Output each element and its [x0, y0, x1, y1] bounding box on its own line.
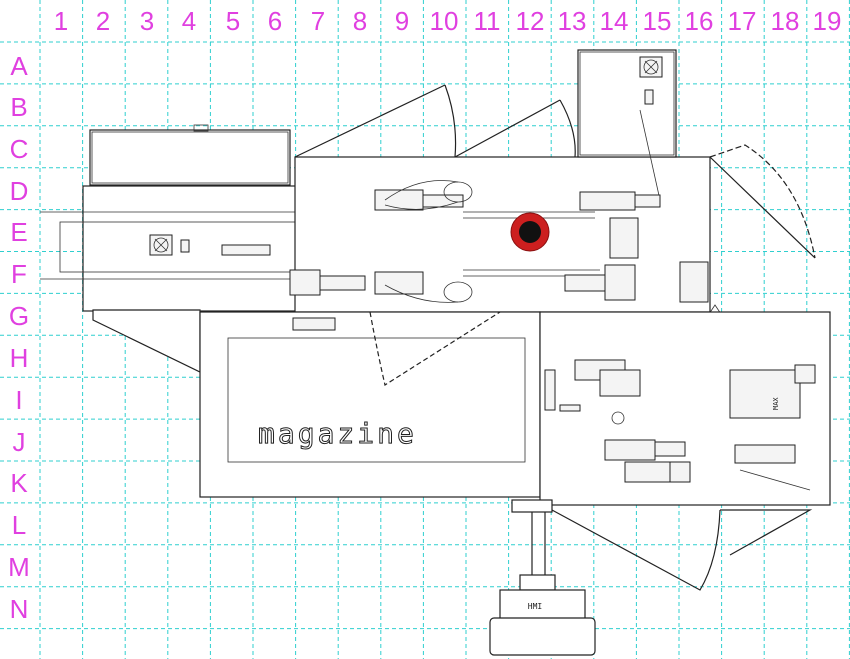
left-lower-flap: [92, 309, 201, 373]
hmi-mount: [519, 574, 556, 591]
magazine-handle: [292, 317, 336, 331]
rotary-coupling-1: [654, 441, 686, 457]
column-label: 6: [268, 6, 282, 36]
magazine-lid-arc: [369, 311, 501, 386]
column-label: 13: [558, 6, 587, 36]
drive-motor-lower-right: [564, 274, 606, 292]
gearbox-lower-right: [604, 264, 636, 301]
label-printer-module: [729, 369, 801, 419]
right-door-arc: [709, 144, 816, 259]
hmi-label: HMI: [528, 602, 543, 611]
machine-layout: magazine MAX HMI: [40, 49, 831, 656]
upper-hood-left-arc: [444, 84, 457, 158]
bottom-door-right: [720, 509, 813, 556]
row-label: E: [10, 217, 27, 247]
row-label: C: [10, 134, 29, 164]
module-label: MAX: [772, 397, 780, 410]
column-label: 14: [600, 6, 629, 36]
connector: [644, 89, 654, 105]
column-label: 2: [96, 6, 110, 36]
column-label: 7: [311, 6, 325, 36]
gearbox-upper-right: [634, 194, 661, 208]
hmi-base: [489, 617, 596, 656]
side-module: [679, 261, 709, 303]
top-control-inner: [579, 51, 675, 156]
rotary-gearbox-2: [669, 461, 691, 483]
fan-icon: [153, 237, 169, 253]
column-label: 8: [353, 6, 367, 36]
upper-hood-right: [454, 99, 561, 158]
row-label: L: [12, 510, 26, 540]
column-label: 11: [474, 6, 501, 36]
row-label: M: [8, 552, 30, 582]
sensor-ring: [611, 411, 625, 425]
belt-tensioner-upper: [422, 194, 464, 208]
bottom-door-left: [551, 509, 721, 591]
magazine-frame: [199, 311, 541, 498]
column-label: 3: [140, 6, 154, 36]
motor-left: [289, 269, 321, 296]
column-label: 5: [226, 6, 240, 36]
row-label: K: [10, 468, 28, 498]
pick-gripper: [599, 369, 641, 397]
upper-hood-right-arc: [559, 99, 576, 158]
belt-path-upper: [384, 180, 459, 201]
row-label: D: [10, 176, 29, 206]
row-label: H: [10, 343, 29, 373]
connector: [180, 239, 190, 253]
row-label: B: [10, 92, 27, 122]
magazine-label: magazine: [258, 417, 417, 450]
side-guide: [544, 369, 556, 411]
fan-blade: [644, 60, 658, 74]
location-marker-inner: [519, 221, 541, 243]
drive-motor-upper-left: [374, 189, 424, 211]
row-label: A: [10, 51, 28, 81]
coupling-left: [319, 275, 366, 291]
row-label: G: [9, 301, 29, 331]
column-labels: 1 2 3 4 5 6 7 8 9 10 11 12 13 14 15 16 1…: [54, 6, 842, 36]
column-label: 9: [395, 6, 409, 36]
column-label: 10: [430, 6, 459, 36]
belt-path-lower: [384, 284, 459, 303]
column-label: 1: [54, 6, 68, 36]
feeder-chute: [739, 469, 811, 491]
drive-motor-lower-left: [374, 271, 424, 295]
row-labels: A B C D E F G H I J K L M N: [8, 51, 30, 624]
column-label: 15: [643, 6, 672, 36]
cabinet-unit: [609, 217, 639, 259]
hmi-panel: [499, 589, 586, 621]
right-door: [709, 156, 816, 259]
control-cable: [639, 109, 661, 201]
column-label: 16: [685, 6, 714, 36]
rotary-motor-2: [624, 461, 671, 483]
column-label: 12: [516, 6, 545, 36]
feeder-unit: [734, 444, 796, 464]
left-cover-inner: [91, 131, 289, 184]
drive-motor-upper-right: [579, 191, 636, 211]
column-label: 19: [813, 6, 842, 36]
row-label: J: [13, 427, 26, 457]
column-label: 4: [182, 6, 196, 36]
guide-bar: [221, 244, 271, 256]
left-cover-box: [89, 129, 291, 186]
cover-handle: [193, 124, 209, 132]
row-label: N: [10, 594, 29, 624]
belt-path-upper-return: [384, 201, 459, 210]
fan-icon: [643, 59, 659, 75]
hmi-arm-mount: [511, 499, 553, 513]
plate: [559, 404, 581, 412]
row-label: F: [11, 259, 27, 289]
fan-blade: [154, 238, 168, 252]
magazine-bay: [227, 337, 526, 463]
module-motor: [794, 364, 816, 384]
rotary-motor-1: [604, 439, 656, 461]
column-label: 18: [771, 6, 800, 36]
row-label: I: [15, 385, 22, 415]
column-label: 17: [728, 6, 757, 36]
upper-hood-left: [294, 84, 446, 158]
